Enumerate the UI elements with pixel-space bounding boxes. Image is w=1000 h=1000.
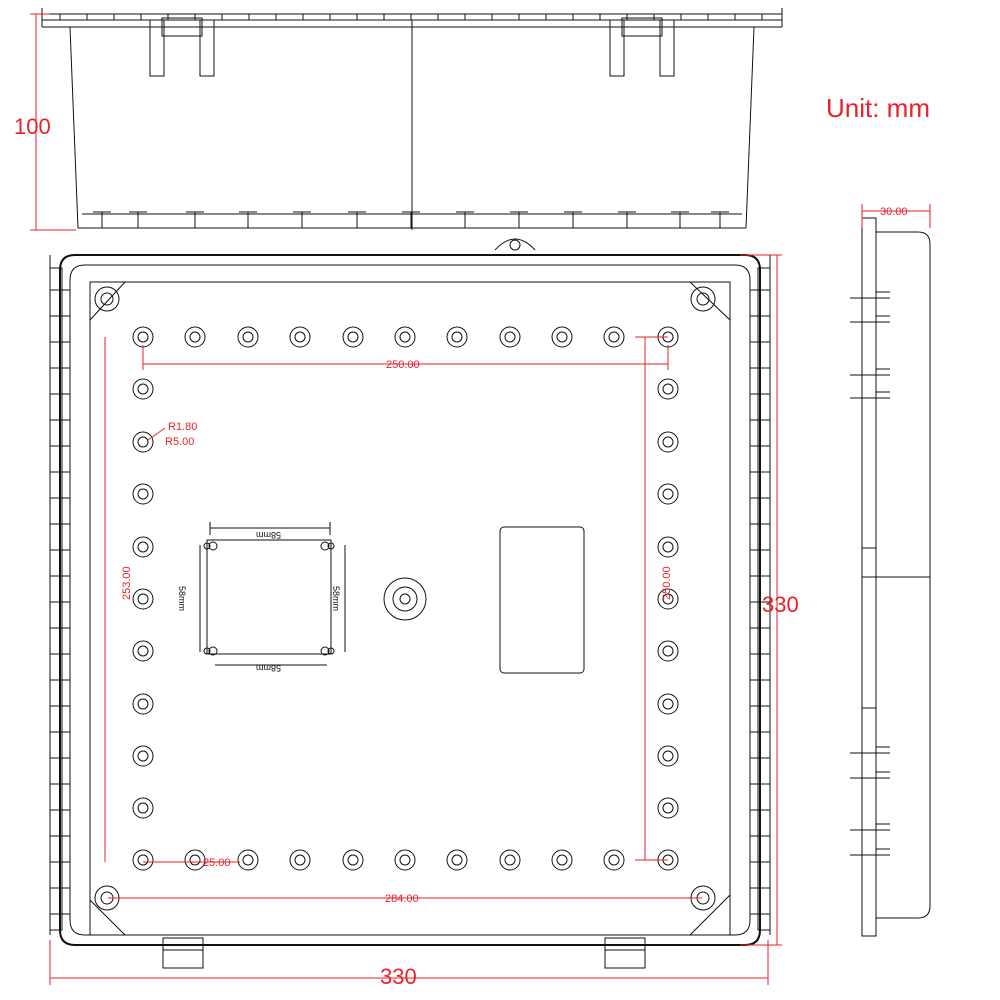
mounting-hole — [551, 326, 573, 348]
mounting-hole — [342, 849, 364, 871]
mounting-hole — [132, 745, 154, 767]
dim-pitch-right: 250.00 — [661, 566, 673, 600]
mounting-hole — [132, 326, 154, 348]
mounting-hole — [237, 849, 259, 871]
dim-top-height: 100 — [14, 114, 51, 139]
plate-dim-right: 58mm — [331, 586, 341, 611]
dim-pitch-left: 253.00 — [121, 566, 133, 600]
mounting-hole — [132, 797, 154, 819]
mounting-hole — [394, 326, 416, 348]
front-dimensions: 250.00 250.00 253.00 284.00 25.00 R1.80 … — [49, 254, 799, 989]
mounting-hole — [289, 326, 311, 348]
mounting-hole — [132, 431, 154, 453]
mounting-hole — [657, 536, 679, 558]
mounting-hole — [184, 849, 206, 871]
mounting-hole — [237, 326, 259, 348]
mounting-hole — [132, 378, 154, 400]
mounting-hole — [551, 849, 573, 871]
dim-corner-span: 284.00 — [385, 893, 419, 905]
mounting-hole — [499, 326, 521, 348]
plate-dim-bottom: 58mm — [256, 663, 281, 673]
plate-dim-top: 58mm — [256, 530, 281, 540]
dim-radius-large: R5.00 — [165, 436, 194, 448]
mounting-hole — [499, 849, 521, 871]
corner-boss — [690, 286, 716, 312]
mounting-hole — [657, 378, 679, 400]
mounting-hole — [446, 849, 468, 871]
front-view — [49, 238, 771, 969]
mounting-hole — [132, 693, 154, 715]
mounting-hole — [603, 849, 625, 871]
mounting-hole — [603, 326, 625, 348]
mounting-hole — [446, 326, 468, 348]
unit-label: Unit: mm — [826, 93, 930, 123]
mounting-hole — [657, 588, 679, 610]
dim-height: 330 — [762, 592, 799, 617]
mounting-hole — [342, 326, 364, 348]
height-dimension: 100 — [14, 13, 76, 231]
mounting-hole — [132, 849, 154, 871]
plate-dim-left: 58mm — [177, 586, 187, 611]
side-view — [850, 217, 931, 937]
plate-dimensions: 58mm 58mm 58mm 58mm — [177, 530, 341, 673]
mounting-hole — [657, 483, 679, 505]
side-depth-dimension: 30.00 — [861, 204, 931, 228]
mounting-hole — [132, 588, 154, 610]
mounting-hole — [657, 797, 679, 819]
corner-boss — [94, 286, 120, 312]
dim-width: 330 — [380, 964, 417, 989]
mounting-hole — [289, 849, 311, 871]
mounting-hole — [394, 849, 416, 871]
mounting-hole — [132, 536, 154, 558]
mounting-hole — [657, 640, 679, 662]
mounting-hole — [132, 640, 154, 662]
mounting-hole — [657, 693, 679, 715]
mounting-hole — [657, 431, 679, 453]
dim-edge-offset: 25.00 — [203, 857, 231, 869]
mounting-hole — [132, 483, 154, 505]
dim-pitch-top: 250.00 — [386, 359, 420, 371]
mounting-hole — [657, 745, 679, 767]
dim-radius-small: R1.80 — [168, 421, 197, 433]
dim-side-depth: 30.00 — [880, 206, 908, 218]
top-view — [41, 8, 783, 230]
mounting-hole — [184, 326, 206, 348]
